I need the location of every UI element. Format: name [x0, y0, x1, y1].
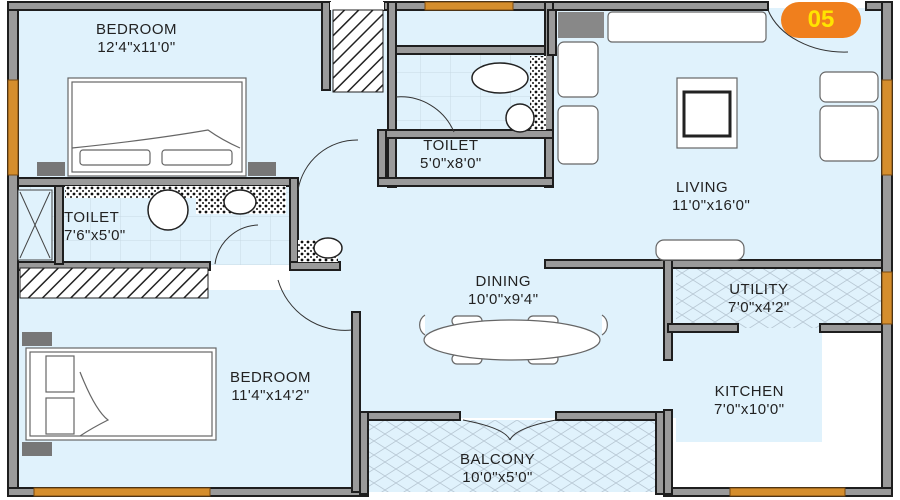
duct-shaft	[332, 9, 384, 93]
room-size: 7'0"x10'0"	[714, 401, 785, 418]
room-label-toilet2: TOILET 7'6"x5'0"	[64, 209, 126, 245]
room-name: KITCHEN	[714, 383, 784, 400]
room-label-bedroom2: BEDROOM 11'4"x14'2"	[230, 369, 311, 405]
window	[424, 1, 514, 11]
room-label-kitchen: KITCHEN 7'0"x10'0"	[714, 383, 785, 419]
room-name: BEDROOM	[230, 369, 312, 386]
window	[7, 79, 19, 176]
utility-floor	[676, 268, 882, 328]
duct-shaft	[19, 267, 209, 299]
room-size: 10'0"x5'0"	[462, 469, 533, 486]
room-name: BEDROOM	[96, 21, 178, 38]
window	[881, 271, 893, 325]
room-name: UTILITY	[729, 281, 789, 298]
window	[881, 79, 893, 176]
window	[729, 487, 846, 497]
room-name: TOILET	[64, 209, 120, 226]
room-label-utility: UTILITY 7'0"x4'2"	[728, 281, 790, 317]
unit-number-badge: 05	[781, 2, 861, 38]
room-label-dining: DINING 10'0"x9'4"	[468, 273, 539, 309]
room-name: LIVING	[676, 179, 729, 196]
window	[33, 487, 211, 497]
room-size: 11'4"x14'2"	[231, 387, 310, 404]
room-size: 11'0"x16'0"	[672, 197, 751, 214]
kitchen-floor	[676, 332, 822, 442]
room-name: DINING	[475, 273, 532, 290]
balcony-floor	[368, 420, 664, 492]
room-size: 7'0"x4'2"	[728, 299, 790, 316]
room-label-balcony: BALCONY 10'0"x5'0"	[460, 451, 535, 487]
room-size: 5'0"x8'0"	[420, 155, 482, 172]
room-size: 10'0"x9'4"	[468, 291, 539, 308]
room-label-living: LIVING 11'0"x16'0"	[672, 179, 750, 215]
room-name: BALCONY	[460, 451, 536, 468]
room-size: 12'4"x11'0"	[97, 39, 176, 56]
room-name: TOILET	[423, 137, 479, 154]
room-label-bedroom1: BEDROOM 12'4"x11'0"	[96, 21, 177, 57]
room-label-toilet1: TOILET 5'0"x8'0"	[420, 137, 482, 173]
room-size: 7'6"x5'0"	[64, 227, 126, 244]
